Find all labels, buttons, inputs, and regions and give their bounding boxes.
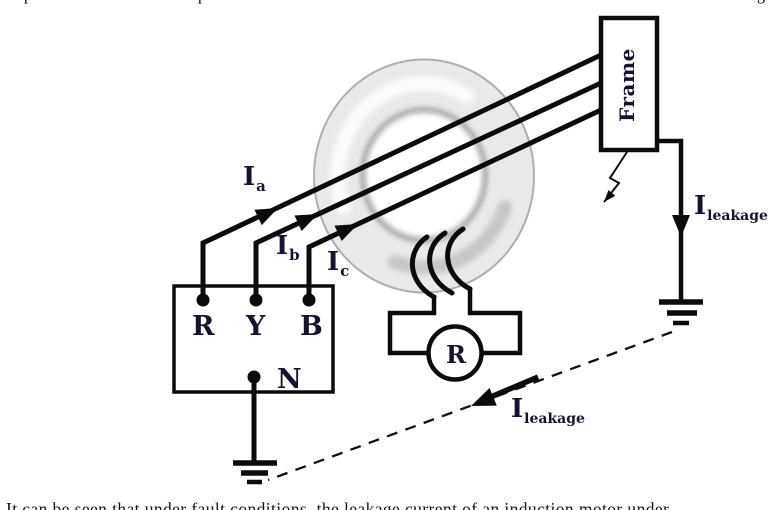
label-ic-base: I xyxy=(327,247,340,277)
label-leakage-right-base: I xyxy=(694,191,707,221)
label-ib-sub: b xyxy=(289,246,300,264)
top-cropped-text-fragment: p xyxy=(198,0,206,5)
label-ia-sub: a xyxy=(256,177,266,195)
toroid-ring xyxy=(314,59,535,293)
winding-turn-3 xyxy=(445,226,473,292)
relay-lead-right xyxy=(467,288,523,356)
label-ia: Ia xyxy=(243,162,266,194)
bottom-cropped-caption: It can be seen that under fault conditio… xyxy=(6,499,670,510)
label-terminal-r: R xyxy=(192,311,215,342)
frame-earth-lead xyxy=(655,138,684,300)
terminal-dot-r xyxy=(196,293,210,307)
phase-a-conductor xyxy=(200,52,603,300)
label-terminal-y: Y xyxy=(246,311,266,342)
terminal-dot-b xyxy=(302,293,316,307)
fault-lightning-arrowhead xyxy=(604,189,616,202)
winding-turn-1 xyxy=(410,234,437,300)
phase-c-arrowhead xyxy=(334,224,358,242)
label-leakage-bottom-sub: leakage xyxy=(524,411,585,427)
leakage-return-dashed-path xyxy=(267,330,673,482)
frame-box xyxy=(598,15,660,153)
label-terminal-b: B xyxy=(300,311,323,342)
label-ic: Ic xyxy=(327,247,349,279)
leakage-down-arrowhead xyxy=(672,215,690,237)
label-ia-base: I xyxy=(243,162,256,192)
winding-turn-2 xyxy=(427,230,455,296)
label-leakage-bottom-base: I xyxy=(511,394,524,424)
phase-c-conductor xyxy=(306,107,603,300)
label-frame: Frame xyxy=(615,48,639,122)
top-cropped-text-fragment: p xyxy=(24,0,32,5)
ground-symbol-left xyxy=(233,460,277,485)
label-neutral: N xyxy=(277,364,302,395)
label-ib-base: I xyxy=(276,231,289,261)
leakage-flow-arrow-shaft xyxy=(484,374,540,402)
label-relay: R xyxy=(446,340,466,369)
ground-symbol-right xyxy=(659,299,703,326)
label-leakage-right: Ileakage xyxy=(694,191,768,223)
relay-lead-left xyxy=(387,295,437,356)
neutral-dot xyxy=(247,370,261,384)
label-leakage-bottom: Ileakage xyxy=(511,394,585,426)
terminal-dot-y xyxy=(249,293,263,307)
phase-a-arrowhead xyxy=(254,208,278,226)
top-cropped-text-fragment: g xyxy=(757,0,765,5)
phase-b-arrowhead xyxy=(294,214,318,231)
label-ic-sub: c xyxy=(340,262,350,280)
label-ib: Ib xyxy=(276,231,300,263)
label-leakage-right-sub: leakage xyxy=(707,208,768,224)
leakage-flow-arrowhead xyxy=(471,388,497,406)
fault-lightning-arrow xyxy=(603,151,628,203)
phase-b-conductor xyxy=(253,80,603,300)
relay-circle xyxy=(426,324,484,382)
toroid-highlight xyxy=(330,76,475,215)
toroid-core xyxy=(313,58,535,294)
secondary-winding xyxy=(410,226,473,300)
